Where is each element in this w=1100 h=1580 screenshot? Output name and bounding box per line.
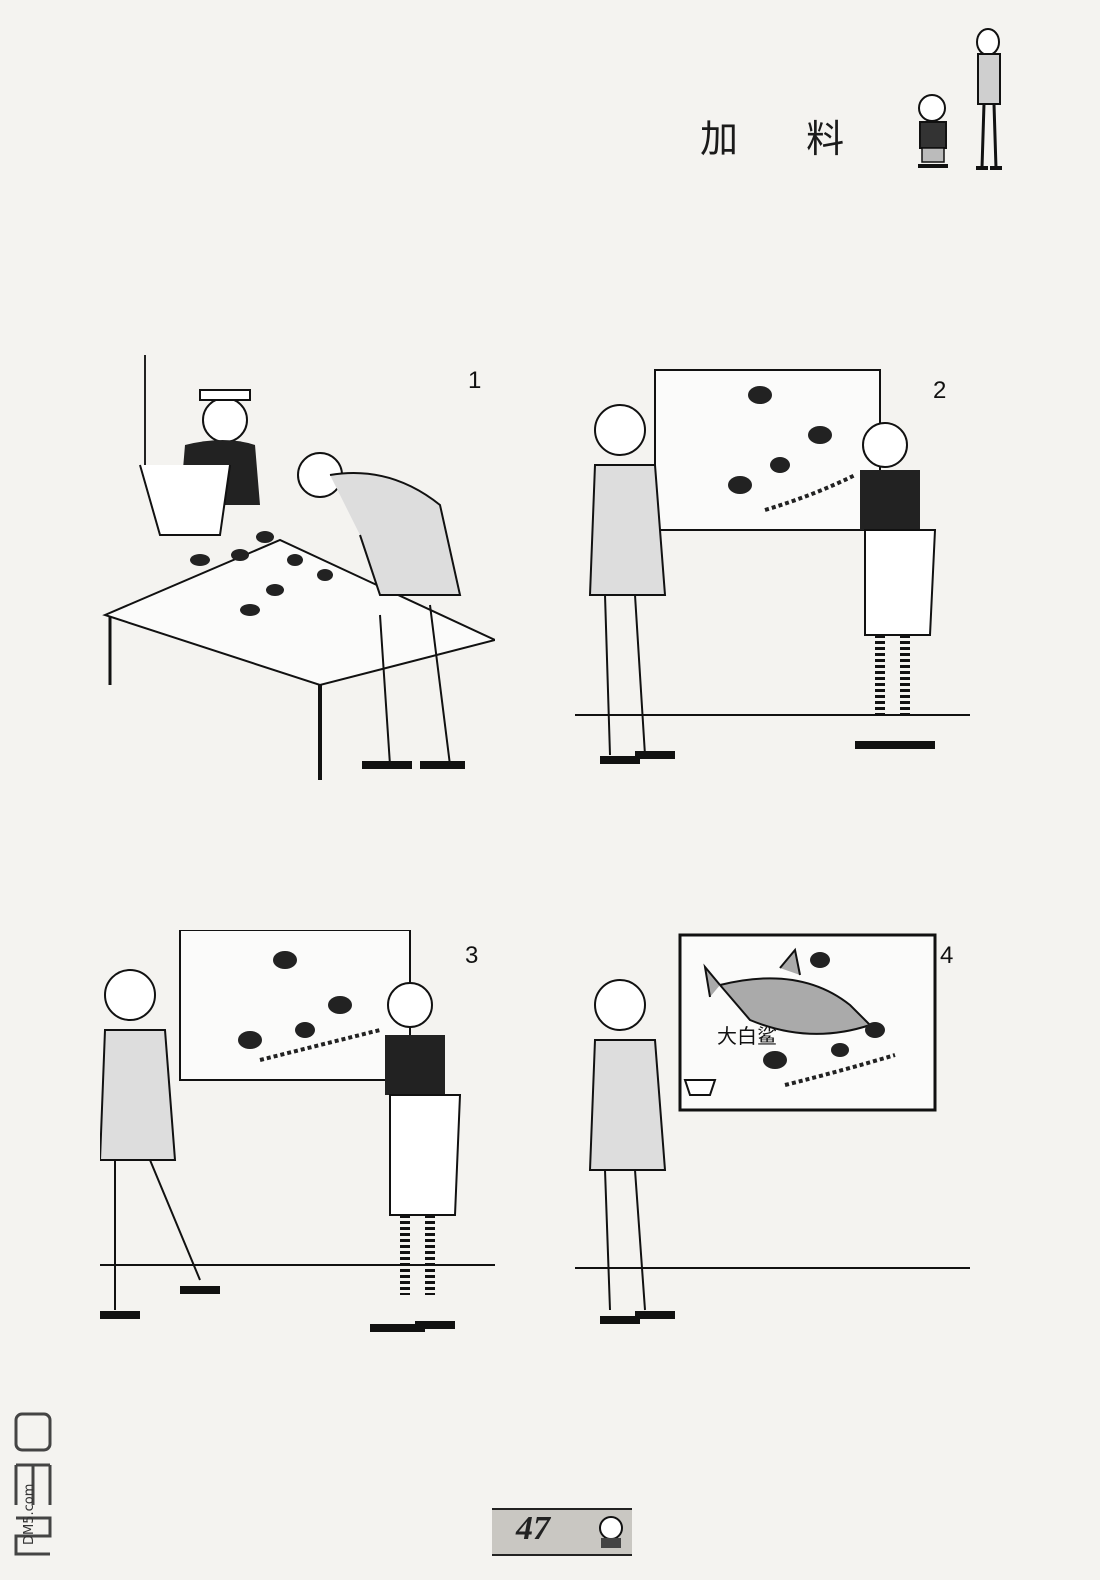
panel-1-illustration [100,355,495,785]
comic-panel-1: 1 [100,355,495,785]
panel-3-illustration [100,930,495,1345]
characters-icon [918,28,1002,170]
panel-4-number: 4 [940,942,954,969]
character-face-icon [599,1516,623,1548]
comic-panel-2: 2 [575,365,970,780]
dm5-logo-watermark [14,1412,52,1556]
page-title: 加 料 [700,117,873,161]
panel-2-number: 2 [933,377,947,404]
comic-panel-3: 3 [100,930,495,1345]
panel-4-illustration [575,930,970,1345]
panel-1-number: 1 [468,367,482,394]
page-number: 47 [516,1510,550,1547]
comic-panel-4: 大白鲨 4 [575,930,970,1345]
painting-caption: 大白鲨 [717,1024,777,1048]
panel-3-number: 3 [465,942,479,969]
panel-2-illustration [575,365,970,780]
watermark-text: DM5.com [22,1483,37,1545]
